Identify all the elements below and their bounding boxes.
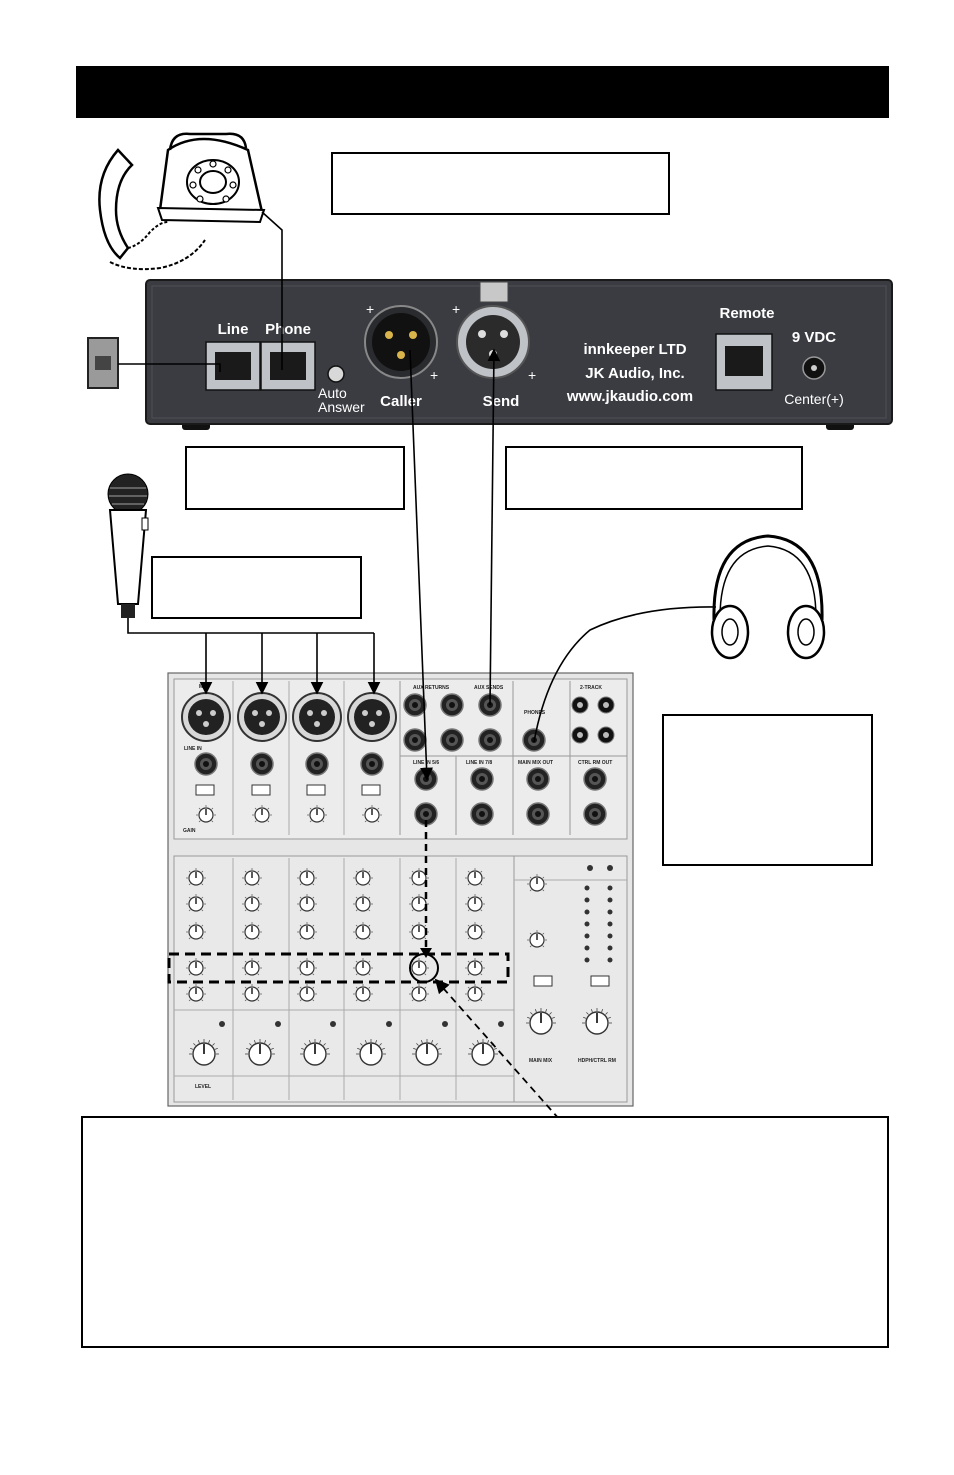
callout-caller bbox=[185, 446, 405, 510]
caller-xlr-jack[interactable]: + + bbox=[364, 301, 438, 383]
svg-text:+: + bbox=[430, 367, 438, 383]
wall-to-line-cable bbox=[118, 363, 221, 372]
hdph-ctrl-rm-label: HDPH/CTRL RM bbox=[578, 1058, 616, 1064]
aux-sends-label: AUX SENDS bbox=[474, 685, 504, 691]
headphones-icon bbox=[710, 534, 826, 660]
callout-send bbox=[505, 446, 803, 510]
microphone-icon bbox=[107, 473, 149, 618]
innkeeper-device: Line Phone Auto Answer + + Caller bbox=[145, 279, 893, 430]
note-pointer-arrow bbox=[434, 978, 568, 1129]
title-bar bbox=[76, 66, 889, 118]
line-label: Line bbox=[218, 321, 249, 338]
mixer: GAIN LINE IN MIC AUX RETURNS AUX SENDS P… bbox=[167, 672, 634, 1107]
callout-mic bbox=[151, 556, 362, 619]
callout-headphones bbox=[662, 714, 873, 866]
main-mix-label: MAIN MIX bbox=[529, 1058, 553, 1064]
channel-strips-lower: LEVEL bbox=[174, 858, 514, 1100]
two-track-label: 2-TRACK bbox=[580, 685, 602, 691]
mic-to-mixer-cables bbox=[127, 618, 381, 695]
gain-label: GAIN bbox=[183, 828, 196, 834]
callout-bottom bbox=[81, 1116, 889, 1348]
master-section: MAIN MIX HDPH/CTRL RM bbox=[514, 865, 627, 1064]
brand-line-2: JK Audio, Inc. bbox=[585, 365, 684, 382]
level-label: LEVEL bbox=[195, 1084, 211, 1090]
auto-answer-led bbox=[327, 365, 345, 383]
send-label: Send bbox=[483, 393, 520, 410]
headphones-cable bbox=[533, 606, 717, 743]
mic-label: MIC bbox=[199, 684, 209, 690]
brand-line-3: www.jkaudio.com bbox=[566, 388, 693, 405]
svg-text:+: + bbox=[366, 301, 374, 317]
aux-knob-circle-highlight bbox=[409, 953, 439, 983]
aux-returns-label: AUX RETURNS bbox=[413, 685, 450, 691]
phone-label: Phone bbox=[265, 321, 311, 338]
svg-text:+: + bbox=[452, 301, 460, 317]
line-in-label: LINE IN bbox=[184, 746, 202, 752]
aux-send-to-device-cable bbox=[487, 348, 501, 706]
auto-answer-label-1: Auto bbox=[318, 385, 347, 401]
brand-line-1: innkeeper LTD bbox=[583, 341, 686, 358]
svg-text:+: + bbox=[528, 367, 536, 383]
callout-top bbox=[331, 152, 670, 215]
send-xlr-jack[interactable]: + + bbox=[452, 281, 536, 383]
caller-to-mixer-cable bbox=[409, 349, 433, 781]
main-mix-out-label: MAIN MIX OUT bbox=[518, 760, 553, 766]
wall-jack-icon bbox=[87, 337, 119, 389]
caller-label: Caller bbox=[380, 393, 422, 410]
telephone-icon bbox=[98, 132, 266, 271]
power-label: 9 VDC bbox=[792, 329, 836, 346]
phones-label: PHONES bbox=[524, 710, 546, 716]
remote-label: Remote bbox=[719, 305, 774, 322]
center-label: Center(+) bbox=[784, 391, 844, 407]
ctrl-rm-out-label: CTRL RM OUT bbox=[578, 760, 612, 766]
aux-send-row-highlight bbox=[167, 952, 510, 984]
phone-to-device-cable bbox=[261, 211, 283, 370]
line-in-78-label: LINE IN 7/8 bbox=[466, 760, 492, 766]
auto-answer-label-2: Answer bbox=[318, 399, 365, 415]
